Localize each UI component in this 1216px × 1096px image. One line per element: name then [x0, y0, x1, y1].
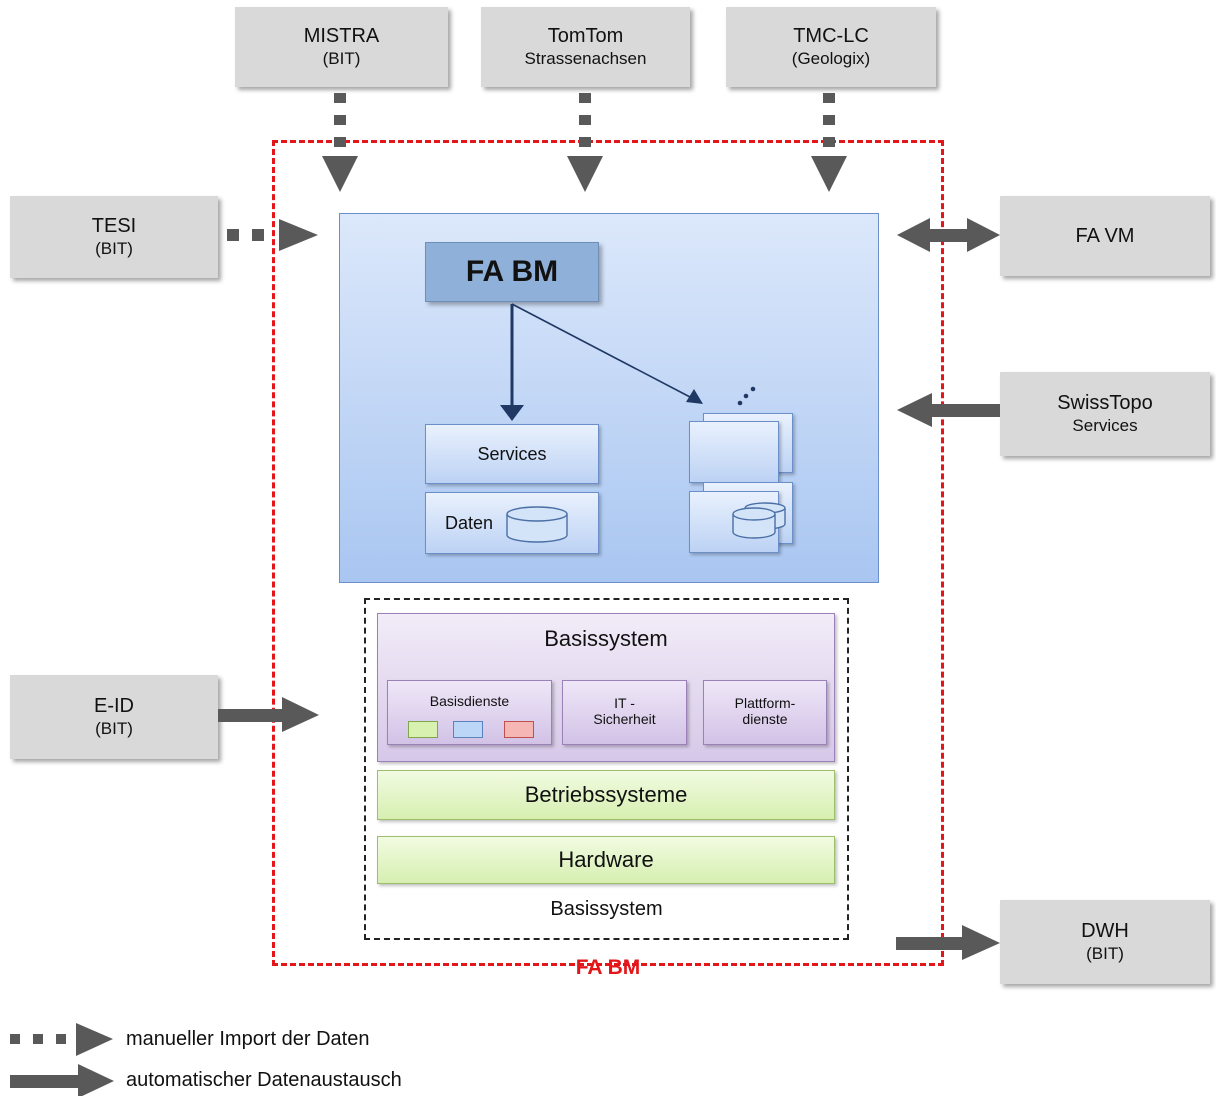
fa-bm-to-services-arrow [500, 304, 524, 421]
plattformdienste-box: Plattform- dienste [703, 680, 827, 745]
basissystem-caption: Basissystem [550, 898, 663, 920]
it-sicherheit-line1: IT - [614, 695, 635, 711]
legend-manual-arrow [10, 1023, 113, 1056]
legend-automatic-arrow [10, 1064, 114, 1096]
tmc-lc-subtitle: (Geologix) [791, 49, 871, 68]
swisstopo-subtitle: Services [1072, 416, 1138, 435]
e-id-arrow [218, 697, 319, 732]
swisstopo-arrow [897, 393, 1000, 427]
basisdienst-green-icon [408, 721, 438, 738]
plattformdienste-line1: Plattform- [734, 695, 796, 711]
tesi-system: TESI (BIT) [10, 196, 218, 278]
fa-bm-boundary [272, 140, 944, 966]
e-id-title: E-ID [94, 695, 134, 717]
hardware-box: Hardware [377, 836, 835, 884]
legend-manual-label: manueller Import der Daten [126, 1028, 370, 1050]
it-sicherheit-line2: Sicherheit [593, 711, 656, 727]
fa-bm-boundary-label: FA BM [575, 956, 641, 979]
mistra-system: MISTRA (BIT) [235, 7, 448, 87]
plattformdienste-line2: dienste [742, 711, 788, 727]
daten-database-icon [506, 506, 568, 543]
tesi-manual-arrow [227, 219, 318, 251]
fa-vm-bidirectional-arrow [897, 218, 1000, 252]
tomtom-title: TomTom [547, 25, 624, 47]
basisdienst-blue-icon [453, 721, 483, 738]
legend-automatic-label: automatischer Datenaustausch [126, 1069, 402, 1091]
swisstopo-title: SwissTopo [1057, 392, 1153, 414]
instance-database-icon [732, 507, 776, 539]
tmc-lc-manual-arrow [811, 93, 847, 192]
dwh-subtitle: (BIT) [1086, 944, 1124, 963]
fa-vm-system: FA VM [1000, 196, 1210, 276]
tmc-lc-title: TMC-LC [793, 25, 869, 47]
it-sicherheit-box: IT - Sicherheit [562, 680, 687, 745]
basisdienst-red-icon [504, 721, 534, 738]
tomtom-system: TomTom Strassenachsen [481, 7, 690, 87]
mistra-title: MISTRA [303, 25, 380, 47]
e-id-subtitle: (BIT) [95, 719, 133, 738]
tomtom-manual-arrow [567, 93, 603, 192]
daten-label: Daten [445, 513, 494, 533]
e-id-system: E-ID (BIT) [10, 675, 218, 759]
mistra-manual-arrow [322, 93, 358, 192]
more-instances-ellipsis [737, 386, 756, 406]
fa-vm-title: FA VM [1075, 225, 1135, 247]
tesi-title: TESI [91, 215, 137, 237]
fa-bm-to-instances-arrow [511, 303, 703, 404]
basisdienste-label: Basisdienste [429, 693, 510, 709]
tesi-subtitle: (BIT) [95, 239, 133, 258]
fa-bm-box: FA BM [425, 242, 599, 302]
services-box: Services [425, 424, 599, 484]
tmc-lc-system: TMC-LC (Geologix) [726, 7, 936, 87]
dwh-title: DWH [1081, 920, 1129, 942]
swisstopo-system: SwissTopo Services [1000, 372, 1210, 456]
basissystem-title: Basissystem [544, 626, 668, 651]
dwh-arrow [896, 925, 1000, 960]
basissystem-frame [364, 598, 849, 940]
daten-box [425, 492, 599, 554]
betriebssysteme-box: Betriebssysteme [377, 770, 835, 820]
tomtom-subtitle: Strassenachsen [524, 49, 647, 68]
dwh-system: DWH (BIT) [1000, 900, 1210, 984]
mistra-subtitle: (BIT) [322, 49, 361, 68]
